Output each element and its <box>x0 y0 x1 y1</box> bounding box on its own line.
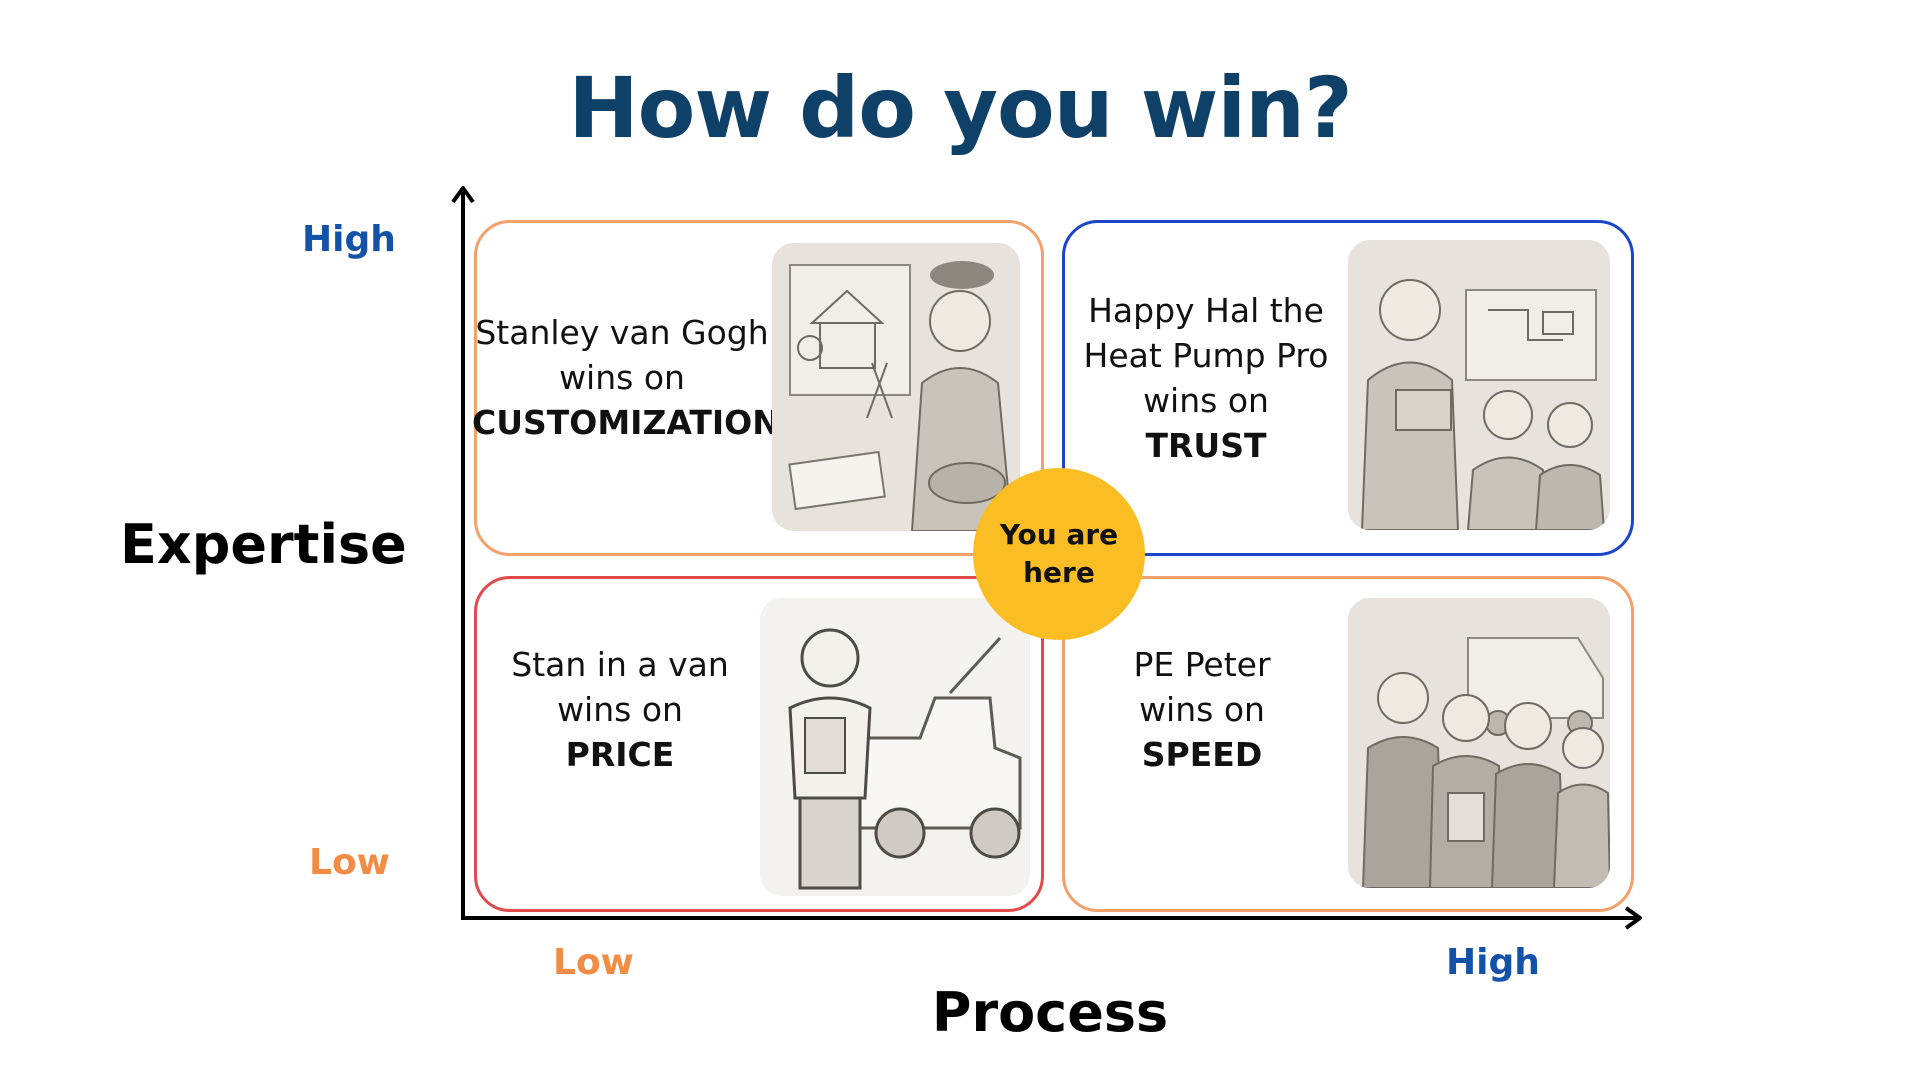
badge-line: You are <box>999 518 1119 551</box>
quadrant-text-line: PE Peter <box>1133 645 1271 684</box>
quadrant-speed-text: PE Peter wins on SPEED <box>1070 642 1334 777</box>
artist-illustration <box>772 243 1020 531</box>
x-axis-arrowhead <box>1624 906 1642 930</box>
y-axis-high-label: High <box>302 219 396 260</box>
badge-line: here <box>1023 556 1095 589</box>
x-axis-high-label: High <box>1446 942 1540 983</box>
x-axis-low-label: Low <box>553 942 634 983</box>
pe-team-illustration <box>1348 598 1610 888</box>
quadrant-keyword: SPEED <box>1141 735 1263 774</box>
quadrant-text-line: Heat Pump Pro <box>1083 336 1329 375</box>
quadrant-text-line: wins on <box>559 358 685 397</box>
x-axis-title: Process <box>931 981 1169 1044</box>
quadrant-keyword: TRUST <box>1145 426 1267 465</box>
quadrant-text-line: wins on <box>1143 381 1269 420</box>
you-are-here-badge: You are here <box>973 468 1145 640</box>
page-title: How do you win? <box>568 59 1352 157</box>
y-axis-title: Expertise <box>120 513 407 576</box>
quadrant-text-line: Happy Hal the <box>1088 291 1324 330</box>
y-axis-low-label: Low <box>309 842 390 883</box>
quadrant-text-line: Stanley van Gogh <box>475 313 769 352</box>
y-axis-arrowhead <box>451 186 475 204</box>
technician-illustration <box>1348 240 1610 530</box>
quadrant-trust-text: Happy Hal the Heat Pump Pro wins on TRUS… <box>1066 288 1346 468</box>
quadrant-text-line: Stan in a van <box>511 645 729 684</box>
quadrant-price-text: Stan in a van wins on PRICE <box>488 642 752 777</box>
quadrant-keyword: CUSTOMIZATION <box>472 403 780 442</box>
quadrant-keyword: PRICE <box>565 735 675 774</box>
quadrant-text-line: wins on <box>1139 690 1265 729</box>
quadrant-customization-text: Stanley van Gogh wins on CUSTOMIZATION <box>472 310 780 445</box>
stan-van-illustration <box>760 598 1030 896</box>
quadrant-text-line: wins on <box>557 690 683 729</box>
